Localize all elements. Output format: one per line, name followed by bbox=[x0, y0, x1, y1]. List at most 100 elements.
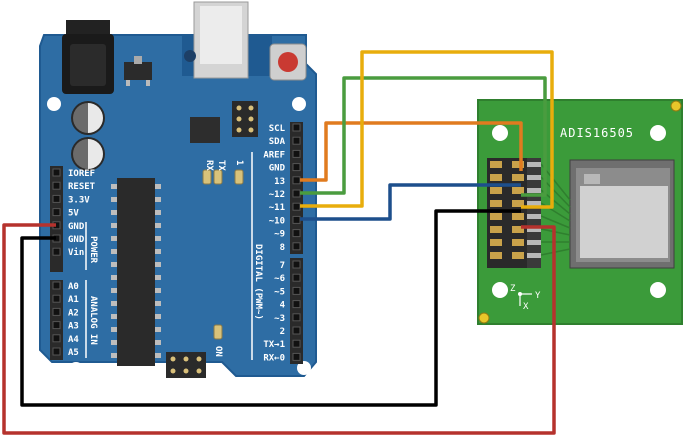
digital-pin-label: 8 bbox=[280, 243, 285, 253]
header-pin[interactable] bbox=[292, 273, 301, 282]
chip-pin bbox=[111, 275, 117, 280]
header-pin[interactable] bbox=[292, 339, 301, 348]
chip-pin bbox=[155, 197, 161, 202]
chip-pin bbox=[155, 353, 161, 358]
power-pin-label: GND bbox=[68, 222, 85, 232]
header-pin[interactable] bbox=[292, 202, 301, 211]
header-pin[interactable] bbox=[292, 313, 301, 322]
chip-pin bbox=[111, 262, 117, 267]
power-group-label: POWER bbox=[88, 236, 98, 264]
mounting-hole bbox=[68, 362, 84, 378]
chip-pin bbox=[155, 262, 161, 267]
chip-pin bbox=[111, 197, 117, 202]
digital-pin-label: 13 bbox=[274, 177, 285, 187]
header-pin[interactable] bbox=[292, 176, 301, 185]
header-pin[interactable] bbox=[292, 286, 301, 295]
power-pin-label: IOREF bbox=[68, 169, 95, 179]
yellow-wire bbox=[300, 50, 554, 209]
digital-pin-label: ~6 bbox=[274, 274, 285, 284]
analog-pin-label: A5 bbox=[68, 348, 79, 358]
sensor-name: ADIS16505 bbox=[560, 126, 634, 140]
power-header bbox=[50, 166, 63, 272]
dc-power-jack bbox=[62, 20, 114, 94]
axis-x-label: X bbox=[523, 302, 529, 312]
connector-pin bbox=[527, 201, 541, 206]
mounting-hole bbox=[47, 97, 61, 111]
header-pin[interactable] bbox=[292, 189, 301, 198]
header-pin[interactable] bbox=[52, 307, 61, 316]
chip-pin bbox=[155, 301, 161, 306]
mounting-hole bbox=[650, 282, 666, 298]
analog-group-label: ANALOG IN bbox=[88, 296, 98, 345]
chip-pin bbox=[155, 210, 161, 215]
header-pin[interactable] bbox=[292, 215, 301, 224]
power-led bbox=[213, 324, 223, 340]
header-pin[interactable] bbox=[52, 281, 61, 290]
header-pin[interactable] bbox=[292, 123, 301, 132]
header-pin[interactable] bbox=[292, 242, 301, 251]
power-pin-label: 5V bbox=[68, 209, 79, 219]
connector-pin bbox=[490, 200, 502, 207]
header-pin[interactable] bbox=[52, 247, 61, 256]
connector-pin bbox=[527, 240, 541, 245]
header-pin[interactable] bbox=[292, 260, 301, 269]
connector-pin bbox=[512, 252, 524, 259]
mounting-hole bbox=[478, 312, 490, 324]
reset-button[interactable] bbox=[269, 43, 307, 81]
mounting-hole bbox=[492, 282, 508, 298]
header-pin[interactable] bbox=[52, 294, 61, 303]
rx-label: RX bbox=[204, 160, 214, 171]
header-pin[interactable] bbox=[292, 149, 301, 158]
connector-pin bbox=[512, 161, 524, 168]
connector-pin bbox=[512, 187, 524, 194]
adis16505-breakout-board: ADIS16505 Z Y X bbox=[477, 99, 683, 325]
header-pin[interactable] bbox=[292, 163, 301, 172]
analog-pin-label: A0 bbox=[68, 282, 79, 292]
header-pin[interactable] bbox=[52, 321, 61, 330]
chip-pin bbox=[111, 288, 117, 293]
usb-interface-chip bbox=[190, 117, 220, 143]
orange-wire bbox=[300, 121, 523, 182]
atmega-microcontroller bbox=[111, 178, 161, 366]
black-wire bbox=[20, 209, 521, 407]
digital-pin-label: ~11 bbox=[269, 203, 285, 213]
connector-pin bbox=[490, 213, 502, 220]
blue-wire bbox=[300, 183, 521, 221]
tx-label: TX bbox=[216, 160, 226, 171]
chip-pin bbox=[155, 327, 161, 332]
digital-pin-label: AREF bbox=[263, 150, 285, 160]
digital-pin-label: GND bbox=[269, 164, 286, 174]
voltage-regulator bbox=[124, 56, 152, 86]
analog-pin-label: A1 bbox=[68, 295, 79, 305]
header-pin[interactable] bbox=[292, 300, 301, 309]
header-pin[interactable] bbox=[52, 208, 61, 217]
chip-pin bbox=[155, 288, 161, 293]
wires bbox=[2, 50, 556, 435]
chip-pin bbox=[155, 223, 161, 228]
header-pin[interactable] bbox=[52, 168, 61, 177]
header-pin[interactable] bbox=[52, 334, 61, 343]
header-pin[interactable] bbox=[52, 181, 61, 190]
green-wire bbox=[300, 76, 547, 197]
chip-pin bbox=[111, 210, 117, 215]
mounting-hole bbox=[292, 97, 306, 111]
connector-pin bbox=[490, 239, 502, 246]
header-pin[interactable] bbox=[292, 326, 301, 335]
header-pin[interactable] bbox=[292, 136, 301, 145]
digital-pin-label: ~3 bbox=[274, 314, 285, 324]
analog-pin-label: A4 bbox=[68, 335, 79, 345]
chip-pin bbox=[111, 184, 117, 189]
header-pin[interactable] bbox=[292, 352, 301, 361]
chip-pin bbox=[155, 314, 161, 319]
connector-pin bbox=[527, 214, 541, 219]
header-pin[interactable] bbox=[292, 229, 301, 238]
axis-indicator: Z Y X bbox=[510, 284, 541, 312]
header-pin[interactable] bbox=[52, 194, 61, 203]
header-pin[interactable] bbox=[52, 347, 61, 356]
mounting-hole bbox=[492, 125, 508, 141]
pcb-trace bbox=[540, 215, 571, 229]
chip-pin bbox=[111, 327, 117, 332]
digital-pin-label: SCL bbox=[269, 124, 286, 134]
